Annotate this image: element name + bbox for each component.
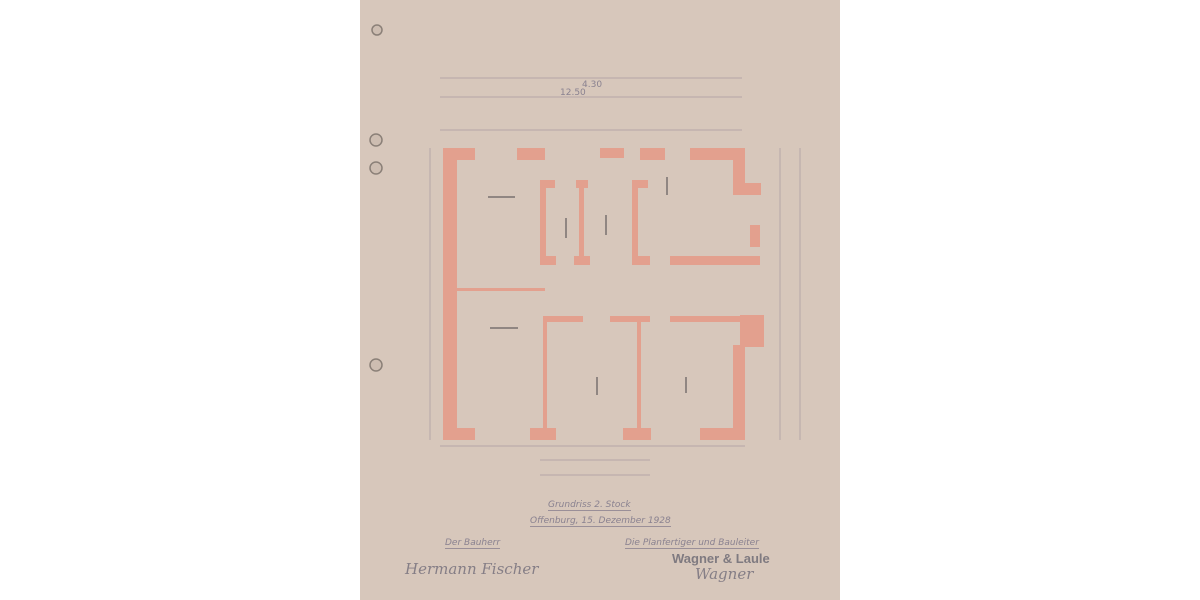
door-swing-arrows	[488, 177, 687, 395]
punch-hole	[369, 358, 383, 372]
owner-label: Der Bauherr	[445, 538, 501, 549]
punch-hole	[371, 24, 383, 36]
dimension-label: 4.30	[582, 80, 603, 90]
planner-signature: Wagner	[695, 565, 754, 583]
wall-right-lower	[733, 345, 745, 440]
owner-signature: Hermann Fischer	[405, 560, 539, 578]
firm-stamp: Wagner & Laule	[672, 551, 770, 566]
place-date: Offenburg, 15. Dezember 1928	[530, 516, 671, 527]
punch-hole	[369, 161, 383, 175]
walls	[443, 148, 764, 440]
dimension-lines	[429, 77, 801, 476]
binder-holes	[369, 24, 383, 372]
wall-right-upper	[733, 148, 745, 190]
drawing-title: Grundriss 2. Stock	[548, 500, 631, 511]
dimension-label: 12.50	[560, 88, 586, 98]
planner-label: Die Planfertiger und Bauleiter	[625, 538, 759, 549]
wall-left	[443, 148, 457, 440]
plan-sheet	[360, 0, 840, 600]
punch-hole	[369, 133, 383, 147]
